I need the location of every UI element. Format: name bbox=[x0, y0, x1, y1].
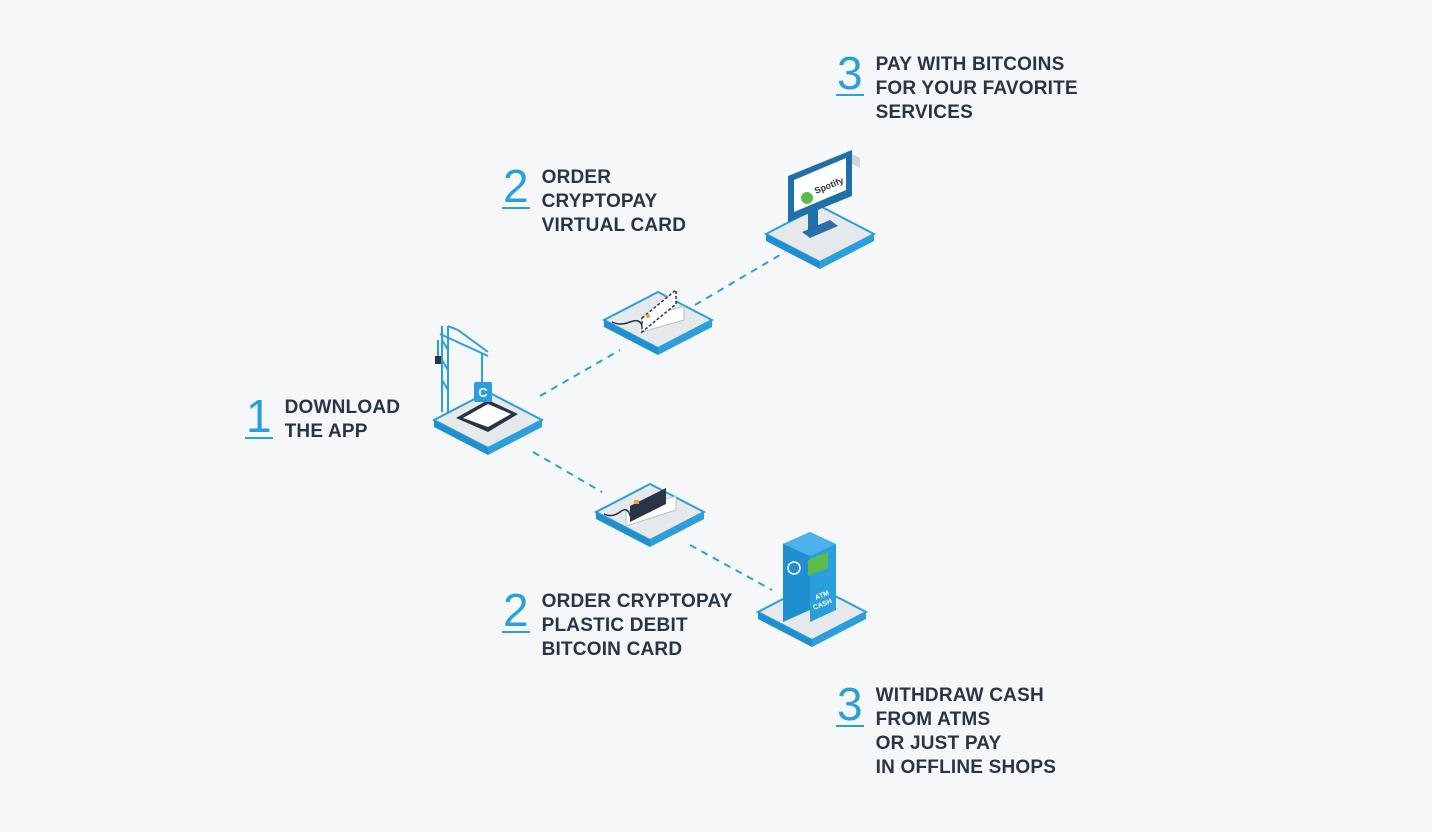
step-line: ORDER bbox=[541, 167, 612, 188]
step-number: 2 bbox=[502, 160, 530, 212]
connector-virtual-to-monitor bbox=[694, 251, 786, 306]
app-badge-icon bbox=[474, 382, 492, 402]
step-label: ORDER CRYPTOPAY VIRTUAL CARD bbox=[542, 166, 687, 238]
step-label: DOWNLOAD THE APP bbox=[285, 396, 401, 444]
step-label: WITHDRAW CASH FROM ATMS OR JUST PAY IN O… bbox=[876, 684, 1057, 780]
platform-monitor: Spotify bbox=[763, 150, 877, 269]
step-number: 2 bbox=[502, 584, 530, 636]
connector-plastic-to-atm bbox=[689, 544, 773, 591]
step-withdraw-cash: 3 WITHDRAW CASH FROM ATMS OR JUST PAY IN… bbox=[836, 678, 1057, 780]
step-line: FOR YOUR FAVORITE bbox=[875, 78, 1078, 99]
connector-app-to-virtual bbox=[539, 349, 621, 397]
platform-atm: ATM CASH bbox=[755, 532, 869, 647]
plastic-card-icon bbox=[630, 488, 666, 522]
platform-virtual-card bbox=[601, 288, 715, 355]
app-badge-letter: C bbox=[478, 385, 488, 400]
step-line: PAY WITH BITCOINS bbox=[875, 54, 1065, 75]
step-line: SERVICES bbox=[875, 102, 973, 123]
step-line: ORDER CRYPTOPAY bbox=[541, 591, 733, 612]
step-number: 1 bbox=[245, 390, 273, 442]
step-plastic-card: 2 ORDER CRYPTOPAY PLASTIC DEBIT BITCOIN … bbox=[502, 584, 733, 662]
step-line: VIRTUAL CARD bbox=[541, 215, 687, 236]
platform-app: C bbox=[431, 325, 545, 455]
step-label: ORDER CRYPTOPAY PLASTIC DEBIT BITCOIN CA… bbox=[542, 590, 733, 662]
step-line: PLASTIC DEBIT bbox=[541, 615, 688, 636]
step-label: PAY WITH BITCOINS FOR YOUR FAVORITE SERV… bbox=[876, 53, 1078, 125]
step-number: 3 bbox=[836, 678, 864, 730]
step-line: IN OFFLINE SHOPS bbox=[875, 757, 1057, 778]
step-virtual-card: 2 ORDER CRYPTOPAY VIRTUAL CARD bbox=[502, 160, 687, 238]
step-download: 1 DOWNLOAD THE APP bbox=[245, 390, 401, 444]
connector-app-to-plastic bbox=[532, 451, 603, 493]
spotify-logo-icon bbox=[801, 192, 813, 204]
step-number: 3 bbox=[836, 47, 864, 99]
step-line: BITCOIN CARD bbox=[541, 639, 683, 660]
step-line: DOWNLOAD bbox=[284, 397, 401, 418]
platform-plastic-card bbox=[593, 482, 707, 547]
atm-icon bbox=[783, 532, 810, 622]
step-line: OR JUST PAY bbox=[875, 733, 1002, 754]
step-line: WITHDRAW CASH bbox=[875, 685, 1044, 706]
virtual-card-icon bbox=[641, 288, 677, 334]
step-line: CRYPTOPAY bbox=[541, 191, 658, 212]
step-pay-bitcoins: 3 PAY WITH BITCOINS FOR YOUR FAVORITE SE… bbox=[836, 47, 1078, 125]
step-line: FROM ATMS bbox=[875, 709, 991, 730]
step-line: THE APP bbox=[284, 421, 368, 442]
